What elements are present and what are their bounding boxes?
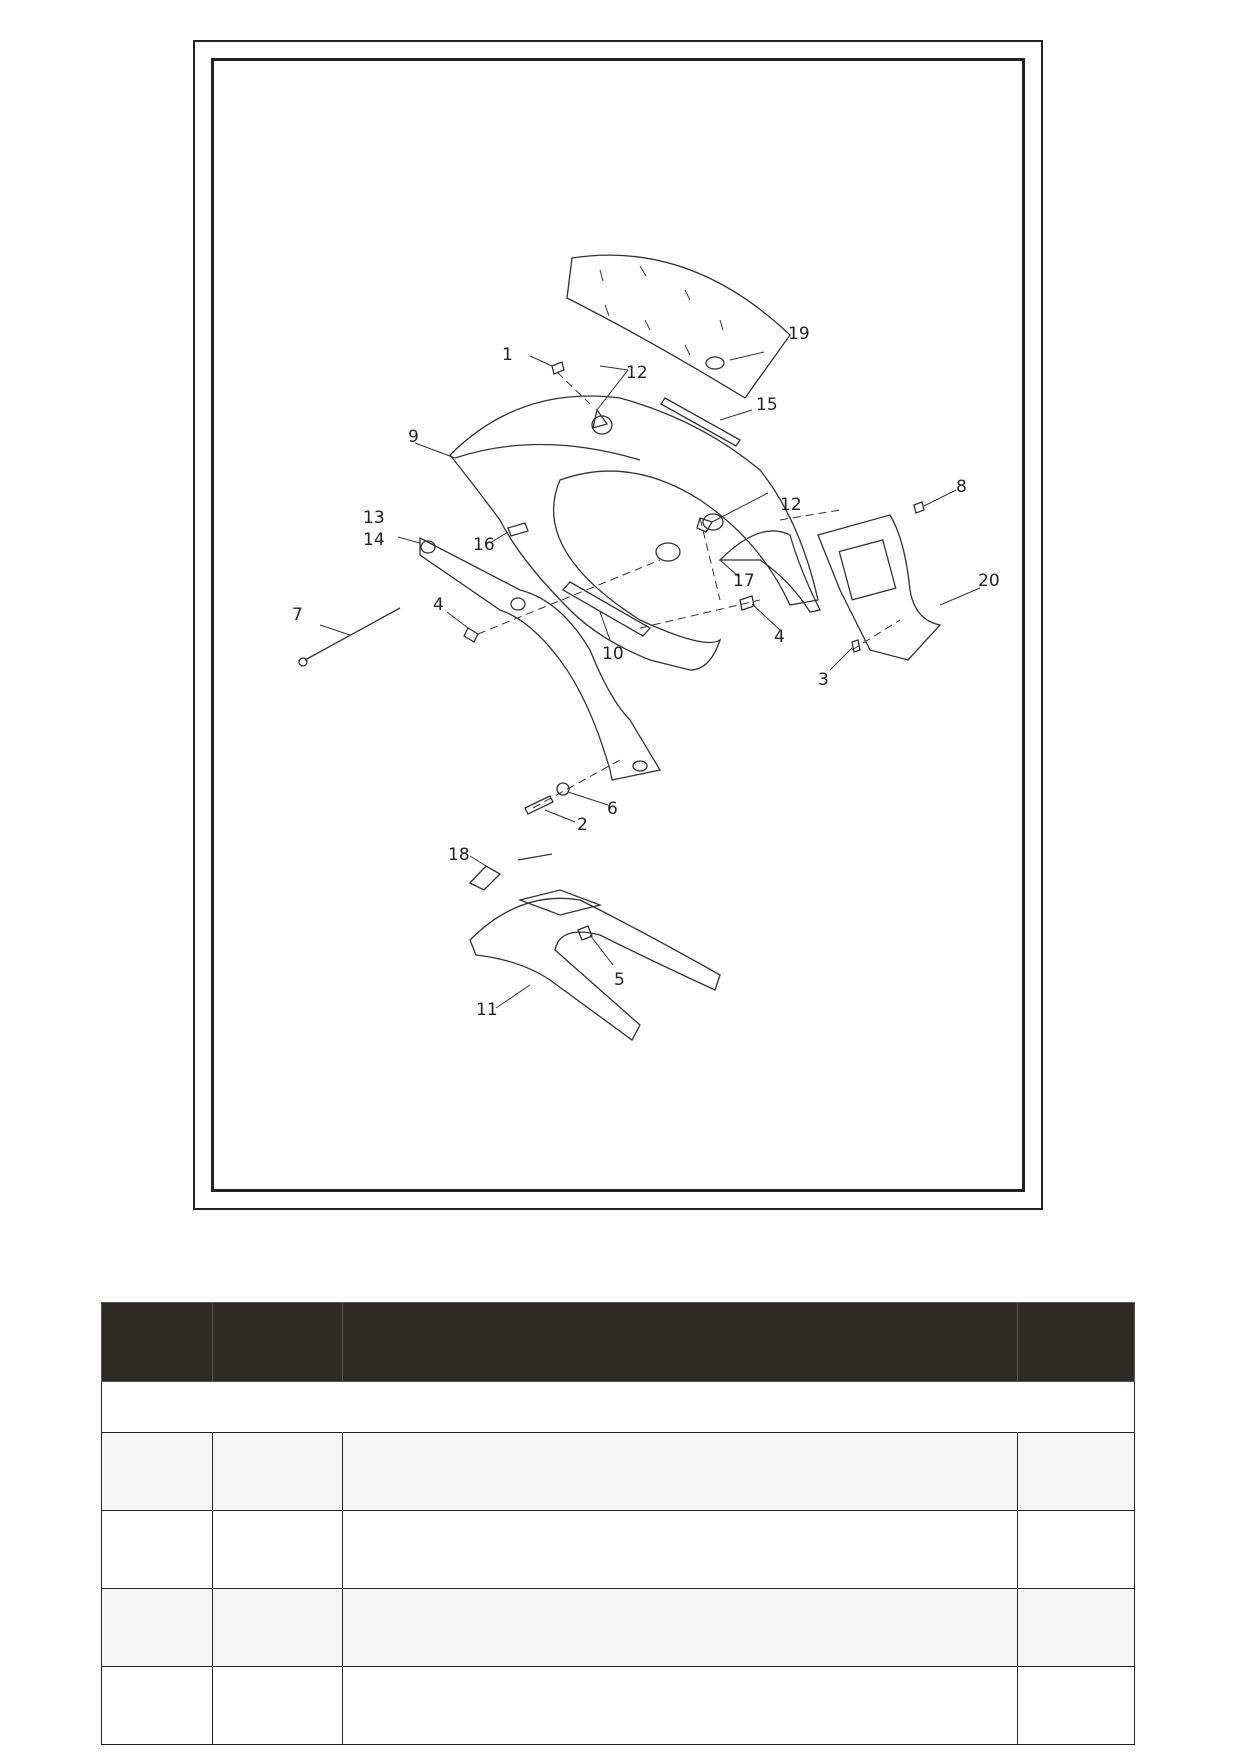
diagram-frame-outer bbox=[193, 40, 1043, 1210]
part-17-guard bbox=[718, 530, 821, 613]
table-cell bbox=[342, 1432, 1018, 1511]
table-cell bbox=[101, 1588, 213, 1667]
callout-18: 18 bbox=[448, 845, 470, 865]
callout-4-left: 4 bbox=[433, 595, 444, 615]
part-15-strip bbox=[660, 397, 741, 447]
table-cell bbox=[342, 1666, 1018, 1745]
table-cell bbox=[101, 1510, 213, 1589]
callout-8: 8 bbox=[956, 477, 967, 497]
table-cell bbox=[1017, 1588, 1135, 1667]
part-5-bolt bbox=[577, 925, 593, 941]
parts-table bbox=[101, 1302, 1135, 1745]
part-6-washer bbox=[556, 782, 570, 796]
diagram-frame-inner bbox=[211, 58, 1025, 1192]
part-19-cover bbox=[566, 254, 791, 399]
table-cell bbox=[101, 1666, 213, 1745]
header-cell bbox=[1017, 1302, 1135, 1382]
table-cell bbox=[1017, 1510, 1135, 1589]
part-8-cap bbox=[913, 501, 925, 514]
callout-12-top: 12 bbox=[626, 363, 648, 383]
table-cell bbox=[212, 1432, 343, 1511]
table-cell bbox=[212, 1510, 343, 1589]
callout-7: 7 bbox=[292, 605, 303, 625]
callout-6: 6 bbox=[607, 799, 618, 819]
callout-10: 10 bbox=[602, 644, 624, 664]
table-cell bbox=[342, 1588, 1018, 1667]
table-section-row bbox=[101, 1381, 1135, 1433]
table-header-row bbox=[101, 1302, 1135, 1382]
header-cell bbox=[212, 1302, 343, 1382]
callout-5: 5 bbox=[614, 970, 625, 990]
part-16-clip bbox=[507, 522, 529, 537]
part-1-nut bbox=[551, 361, 565, 375]
table-cell bbox=[101, 1432, 213, 1511]
callout-16: 16 bbox=[473, 535, 495, 555]
table-cell bbox=[212, 1666, 343, 1745]
callout-1: 1 bbox=[502, 345, 513, 365]
callout-12-mid: 12 bbox=[780, 495, 802, 515]
table-row bbox=[101, 1510, 1135, 1589]
part-10-bar bbox=[561, 581, 652, 637]
table-row bbox=[101, 1432, 1135, 1511]
table-cell bbox=[1017, 1432, 1135, 1511]
callout-4-right: 4 bbox=[774, 627, 785, 647]
header-cell bbox=[342, 1302, 1018, 1382]
table-cell bbox=[342, 1510, 1018, 1589]
part-12-fastener-mid bbox=[696, 517, 713, 533]
callout-15: 15 bbox=[756, 395, 778, 415]
part-13-14-strut bbox=[419, 536, 662, 781]
section-label bbox=[101, 1381, 1135, 1433]
part-9-fender bbox=[449, 395, 819, 671]
part-18-pad bbox=[468, 865, 502, 891]
callout-2: 2 bbox=[577, 815, 588, 835]
table-row bbox=[101, 1588, 1135, 1667]
callout-17: 17 bbox=[733, 571, 755, 591]
callout-3: 3 bbox=[818, 670, 829, 690]
callout-9: 9 bbox=[408, 427, 419, 447]
callout-14: 14 bbox=[363, 530, 385, 550]
part-20-bracket bbox=[817, 514, 942, 661]
callout-20: 20 bbox=[978, 571, 1000, 591]
part-4-bolt-left bbox=[463, 627, 479, 643]
table-cell bbox=[1017, 1666, 1135, 1745]
callout-13: 13 bbox=[363, 508, 385, 528]
part-12-fastener-top bbox=[592, 408, 609, 429]
part-2-bolt bbox=[524, 795, 554, 815]
callout-19: 19 bbox=[788, 324, 810, 344]
part-7-rod bbox=[304, 607, 401, 661]
table-cell bbox=[212, 1588, 343, 1667]
table-row bbox=[101, 1666, 1135, 1745]
callout-11: 11 bbox=[476, 1000, 498, 1020]
part-11-frame bbox=[469, 897, 721, 1041]
header-cell bbox=[101, 1302, 213, 1382]
